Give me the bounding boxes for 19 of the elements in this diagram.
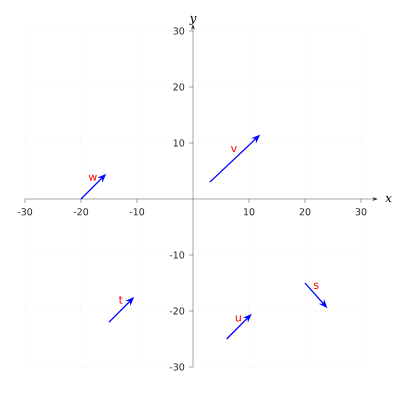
vector-label: v: [230, 146, 237, 152]
vector-label: u: [236, 315, 241, 322]
vector-label: w: [88, 174, 97, 181]
tick-label: 30: [173, 27, 184, 35]
vector-label: t: [118, 296, 123, 304]
tick-label: -20: [74, 208, 88, 216]
vector-label: s: [314, 282, 319, 289]
tick-label: -20: [170, 307, 184, 315]
axis-label: x: [385, 196, 392, 202]
tick-label: 20: [300, 208, 310, 216]
tick-label: -10: [170, 251, 184, 259]
tick-label: -10: [130, 208, 144, 216]
tick-label: -30: [170, 363, 184, 371]
tick-label: 20: [173, 83, 184, 91]
tick-label: -30: [18, 208, 32, 216]
tick-label: 10: [244, 208, 254, 216]
tick-label: 10: [174, 139, 184, 147]
axis-label: y: [189, 16, 196, 25]
tick-label: 30: [356, 208, 366, 216]
